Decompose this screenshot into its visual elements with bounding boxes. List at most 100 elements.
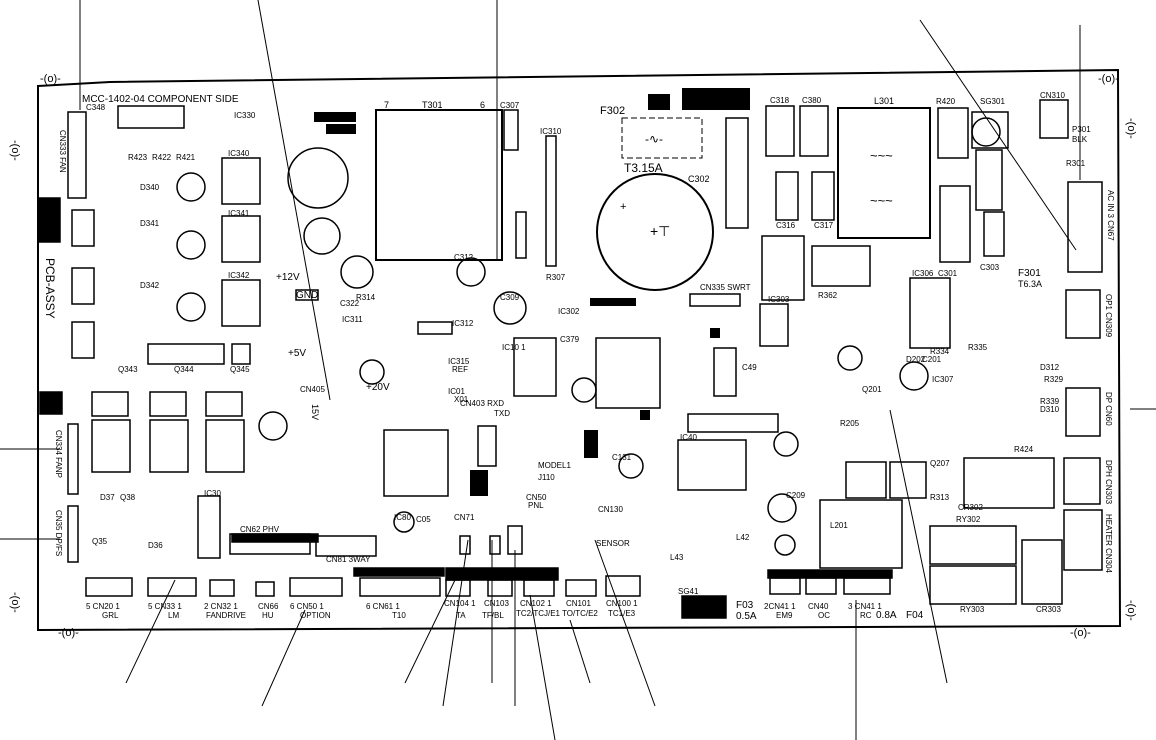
- svg-text:IC10 1: IC10 1: [502, 343, 526, 352]
- svg-text:LM: LM: [168, 611, 179, 620]
- svg-text:DP CN60: DP CN60: [1104, 392, 1113, 426]
- svg-text:DPH CN303: DPH CN303: [1104, 460, 1113, 505]
- capacitor-icon: +⊤ + C302: [596, 173, 714, 291]
- svg-text:7: 7: [384, 100, 389, 110]
- svg-text:AC IN 3 CN67: AC IN 3 CN67: [1106, 190, 1115, 241]
- svg-text:C316: C316: [776, 221, 796, 230]
- svg-text:CN35 DP/FS: CN35 DP/FS: [54, 510, 63, 556]
- svg-text:TC2/TCJ/E1: TC2/TCJ/E1: [516, 609, 561, 618]
- svg-text:D37: D37: [100, 493, 115, 502]
- svg-text:IC330: IC330: [234, 111, 256, 120]
- svg-text:Q207: Q207: [930, 459, 950, 468]
- svg-text:IC307: IC307: [932, 375, 954, 384]
- svg-text:IC302: IC302: [558, 307, 580, 316]
- svg-text:T301: T301: [422, 100, 443, 110]
- svg-text:R205: R205: [840, 419, 860, 428]
- svg-text:IC310: IC310: [540, 127, 562, 136]
- svg-text:R329: R329: [1044, 375, 1064, 384]
- svg-text:C131: C131: [612, 453, 632, 462]
- svg-text:C49: C49: [742, 363, 757, 372]
- svg-text:CN130: CN130: [598, 505, 623, 514]
- svg-text:IC312: IC312: [452, 319, 474, 328]
- svg-text:C379: C379: [560, 335, 580, 344]
- svg-text:IC40: IC40: [680, 433, 697, 442]
- fuse-f302-rating: T3.15A: [624, 161, 663, 175]
- voltage-20v-label: +20V: [366, 382, 390, 393]
- svg-text:CN66: CN66: [258, 602, 279, 611]
- svg-text:C348: C348: [86, 103, 106, 112]
- svg-text:TC1/E3: TC1/E3: [608, 609, 636, 618]
- svg-text:EM9: EM9: [776, 611, 793, 620]
- svg-text:C303: C303: [980, 263, 1000, 272]
- svg-text:-∿-: -∿-: [645, 132, 663, 146]
- svg-text:R424: R424: [1014, 445, 1034, 454]
- svg-text:R334: R334: [930, 347, 950, 356]
- svg-text:L42: L42: [736, 533, 750, 542]
- svg-text:CR302: CR302: [958, 503, 983, 512]
- svg-text:R421: R421: [176, 153, 196, 162]
- svg-text:P301: P301: [1072, 125, 1091, 134]
- svg-text:Q343: Q343: [118, 365, 138, 374]
- svg-text:RY302: RY302: [956, 515, 981, 524]
- svg-text:CN405: CN405: [300, 385, 325, 394]
- svg-text:5 CN20 1: 5 CN20 1: [86, 602, 120, 611]
- power-section: [677, 99, 1103, 605]
- svg-text:6 CN61 1: 6 CN61 1: [366, 602, 400, 611]
- svg-text:CN104 1: CN104 1: [444, 599, 476, 608]
- fuse-f301-label: F301: [1018, 268, 1041, 279]
- svg-text:C380: C380: [802, 96, 822, 105]
- svg-text:IC342: IC342: [228, 271, 250, 280]
- svg-text:OC: OC: [818, 611, 830, 620]
- svg-text:REF: REF: [452, 365, 468, 374]
- svg-text:D36: D36: [148, 541, 163, 550]
- transformer-icon: T301 7 6: [375, 100, 503, 261]
- svg-text:C307: C307: [500, 101, 520, 110]
- svg-text:-(o)-: -(o)-: [1070, 627, 1091, 639]
- fuse-f03-rating: 0.5A: [736, 611, 757, 622]
- svg-text:Q344: Q344: [174, 365, 194, 374]
- svg-text:CN102 1: CN102 1: [520, 599, 552, 608]
- svg-text:D341: D341: [140, 219, 160, 228]
- svg-text:CN333 FAN: CN333 FAN: [58, 130, 67, 173]
- fuse-f302-label: F302: [600, 105, 625, 117]
- svg-text:-(o)-: -(o)-: [9, 592, 21, 613]
- svg-text:6 CN50 1: 6 CN50 1: [290, 602, 324, 611]
- svg-text:C302: C302: [688, 174, 710, 184]
- svg-text:IC315: IC315: [448, 357, 470, 366]
- svg-text:IC341: IC341: [228, 209, 250, 218]
- svg-text:CN62 PHV: CN62 PHV: [240, 525, 280, 534]
- svg-text:J110: J110: [538, 473, 555, 482]
- svg-text:-(o)-: -(o)-: [58, 627, 79, 639]
- svg-text:HU: HU: [262, 611, 274, 620]
- svg-text:PNL: PNL: [528, 501, 544, 510]
- ic-section: [417, 109, 789, 555]
- svg-text:6: 6: [480, 100, 485, 110]
- svg-text:OPTION: OPTION: [300, 611, 331, 620]
- svg-text:+: +: [620, 201, 626, 213]
- svg-text:C05: C05: [416, 515, 431, 524]
- svg-text:IC01: IC01: [448, 387, 465, 396]
- svg-text:C318: C318: [770, 96, 790, 105]
- svg-text:HEATER CN304: HEATER CN304: [1104, 514, 1113, 574]
- svg-text:SG41: SG41: [678, 587, 699, 596]
- fuse-f04-rating: 0.8A: [876, 610, 897, 621]
- board-title: MCC-1402-04 COMPONENT SIDE: [82, 94, 239, 105]
- fuse-f03-label: F03: [736, 600, 754, 611]
- svg-text:C301: C301: [938, 269, 958, 278]
- svg-text:IC311: IC311: [342, 315, 363, 324]
- pin-matrix: [314, 112, 720, 496]
- svg-text:CN334 FANP: CN334 FANP: [54, 430, 63, 478]
- svg-text:CN40: CN40: [808, 602, 829, 611]
- svg-text:Q345: Q345: [230, 365, 250, 374]
- svg-text:R339: R339: [1040, 397, 1060, 406]
- voltage-5v-label: +5V: [288, 348, 306, 359]
- svg-text:C309: C309: [500, 293, 520, 302]
- svg-text:CN101: CN101: [566, 599, 591, 608]
- svg-text:RY303: RY303: [960, 605, 985, 614]
- fuse-f04-label: F04: [906, 610, 924, 621]
- svg-text:Q38: Q38: [120, 493, 136, 502]
- svg-text:TO/TC/E2: TO/TC/E2: [562, 609, 598, 618]
